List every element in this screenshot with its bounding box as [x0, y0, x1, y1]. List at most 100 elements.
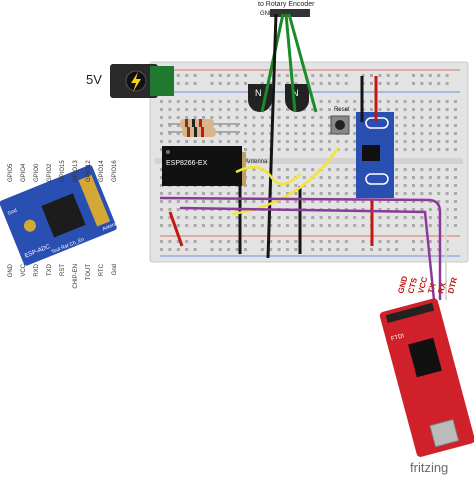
breadboard-hole: [277, 192, 281, 195]
breadboard-hole: [244, 74, 247, 77]
breadboard-hole: [235, 248, 239, 251]
breadboard-hole: [344, 148, 348, 151]
pin-label: GPIO5: [8, 163, 14, 182]
breadboard-hole: [286, 140, 289, 143]
breadboard-hole: [185, 100, 189, 103]
rotary-encoder-label: to Rotary Encoder: [258, 1, 315, 8]
breadboard-hole: [395, 176, 399, 179]
breadboard-hole: [437, 200, 441, 203]
breadboard-hole: [428, 148, 432, 151]
breadboard-hole: [344, 100, 348, 103]
breadboard-hole: [353, 208, 357, 211]
breadboard-hole: [160, 140, 163, 143]
breadboard-hole: [395, 200, 399, 203]
breadboard-hole: [260, 224, 264, 227]
breadboard-hole: [311, 240, 315, 243]
breadboard-hole: [437, 124, 441, 127]
breadboard-hole: [328, 240, 331, 243]
breadboard-hole: [454, 132, 457, 135]
antenna-label-breadboard: Antenna: [245, 159, 268, 165]
breadboard-hole: [193, 240, 197, 243]
breadboard-hole: [277, 148, 281, 151]
breadboard-hole: [412, 116, 415, 119]
breadboard-hole: [176, 108, 180, 111]
breadboard-hole: [185, 140, 189, 143]
breadboard-hole: [286, 82, 289, 85]
esp-module-antenna: [78, 174, 111, 227]
breadboard-hole: [378, 224, 382, 227]
breadboard-hole: [344, 216, 348, 219]
breadboard-hole: [437, 192, 441, 195]
breadboard-hole: [445, 240, 449, 243]
breadboard-hole: [420, 208, 424, 211]
breadboard-hole: [328, 168, 331, 171]
breadboard-hole: [420, 248, 424, 251]
breadboard-hole: [353, 100, 357, 103]
esp-module-pad: [23, 219, 36, 232]
breadboard-hole: [277, 248, 281, 251]
breadboard-hole: [277, 124, 281, 127]
breadboard-hole: [420, 124, 424, 127]
breadboard-hole: [235, 240, 239, 243]
breadboard-hole: [286, 148, 289, 151]
breadboard-hole: [185, 208, 189, 211]
breadboard-hole: [328, 216, 331, 219]
pin-label: RXD: [34, 263, 40, 276]
breadboard-hole: [344, 200, 348, 203]
breadboard-hole: [160, 176, 163, 179]
breadboard-hole: [420, 140, 424, 143]
transistor-2-label: N: [292, 88, 299, 98]
breadboard-hole: [319, 82, 323, 85]
ftdi-pin-label: CTS: [406, 276, 419, 294]
pin-label: GPIO0: [34, 163, 40, 182]
breadboard-hole: [176, 124, 180, 127]
breadboard-hole: [235, 216, 239, 219]
breadboard-hole: [260, 216, 264, 219]
breadboard-hole: [252, 124, 256, 127]
green-wire-2: [284, 13, 297, 113]
breadboard-hole: [193, 74, 197, 77]
breadboard-hole: [260, 116, 264, 119]
breadboard-hole: [160, 168, 163, 171]
breadboard-hole: [168, 192, 172, 195]
breadboard-hole: [319, 200, 323, 203]
breadboard-hole: [302, 176, 306, 179]
breadboard-hole: [328, 192, 331, 195]
breadboard-hole: [319, 124, 323, 127]
breadboard-hole: [294, 82, 298, 85]
breadboard-hole: [277, 74, 281, 77]
breadboard-hole: [378, 108, 382, 111]
breadboard-hole: [176, 74, 180, 77]
breadboard-hole: [336, 168, 340, 171]
breadboard-hole: [395, 184, 399, 187]
breadboard-hole: [420, 192, 424, 195]
breadboard-hole: [168, 240, 172, 243]
breadboard-hole: [403, 224, 407, 227]
breadboard-hole: [445, 108, 449, 111]
breadboard-hole: [353, 116, 357, 119]
breadboard-hole: [218, 132, 222, 135]
breadboard-hole: [353, 216, 357, 219]
pin-label: GPIO4: [21, 163, 27, 182]
breadboard-hole: [185, 248, 189, 251]
breadboard-hole: [437, 168, 441, 171]
breadboard-hole: [227, 240, 231, 243]
breadboard-hole: [445, 100, 449, 103]
breadboard-hole: [168, 140, 172, 143]
esp-module-text-left: Gnd: [7, 208, 18, 217]
breadboard-hole: [437, 184, 441, 187]
gnd-label-top: GND: [260, 11, 274, 17]
breadboard-hole: [202, 116, 205, 119]
breadboard-hole: [244, 240, 247, 243]
breadboard-hole: [336, 192, 340, 195]
breadboard-hole: [395, 82, 399, 85]
breadboard-hole: [193, 116, 197, 119]
breadboard-hole: [395, 132, 399, 135]
breadboard-hole: [168, 100, 172, 103]
breadboard-hole: [412, 192, 415, 195]
breadboard-hole: [286, 192, 289, 195]
lightning-bolt-icon: [131, 72, 141, 92]
breadboard-hole: [319, 108, 323, 111]
